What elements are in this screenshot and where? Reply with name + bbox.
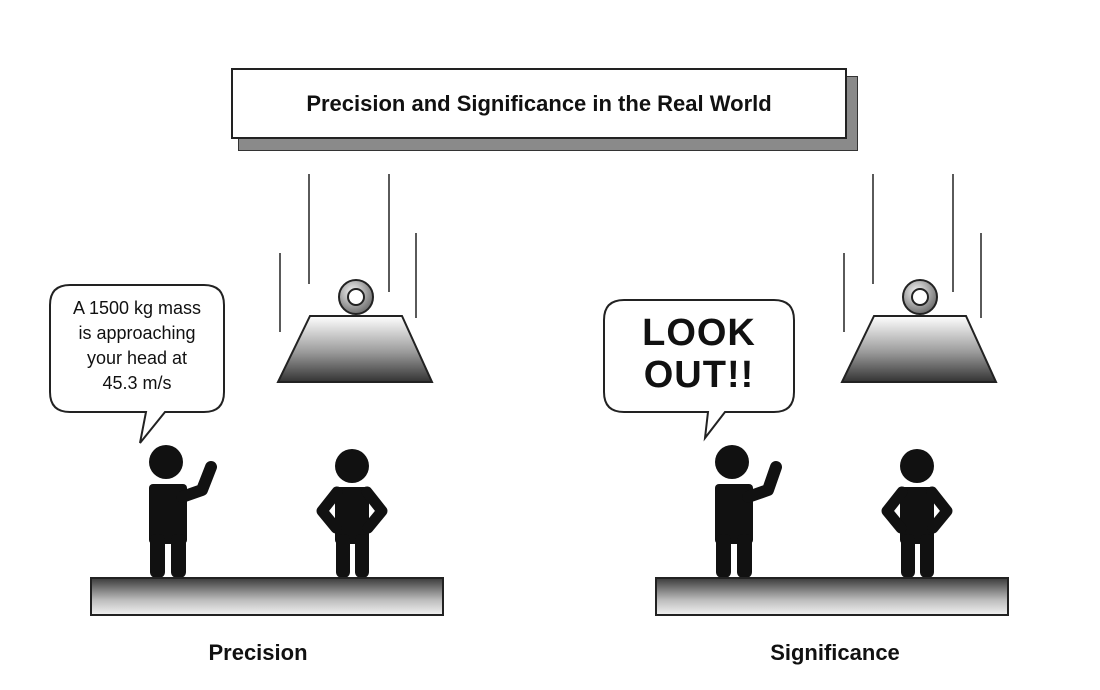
caption-precision: Precision (208, 640, 308, 665)
person-waving-icon (149, 445, 217, 578)
speech-bubble (49, 284, 225, 444)
caption-significance: Significance (770, 640, 900, 665)
falling-weight-icon (840, 279, 998, 383)
platform (655, 577, 1009, 616)
person-standing-icon (881, 449, 953, 578)
speech-text-precision: A 1500 kg mass is approaching your head … (72, 298, 202, 393)
speech-bubble (603, 299, 795, 442)
person-waving-icon (715, 445, 782, 578)
person-standing-icon (316, 449, 388, 578)
right-panel (603, 174, 1009, 616)
falling-weight-icon (276, 279, 434, 383)
left-panel (49, 174, 444, 616)
platform (90, 577, 444, 616)
speech-text-significance: LOOK OUT!! (642, 312, 756, 396)
page-title: Precision and Significance in the Real W… (231, 68, 847, 139)
